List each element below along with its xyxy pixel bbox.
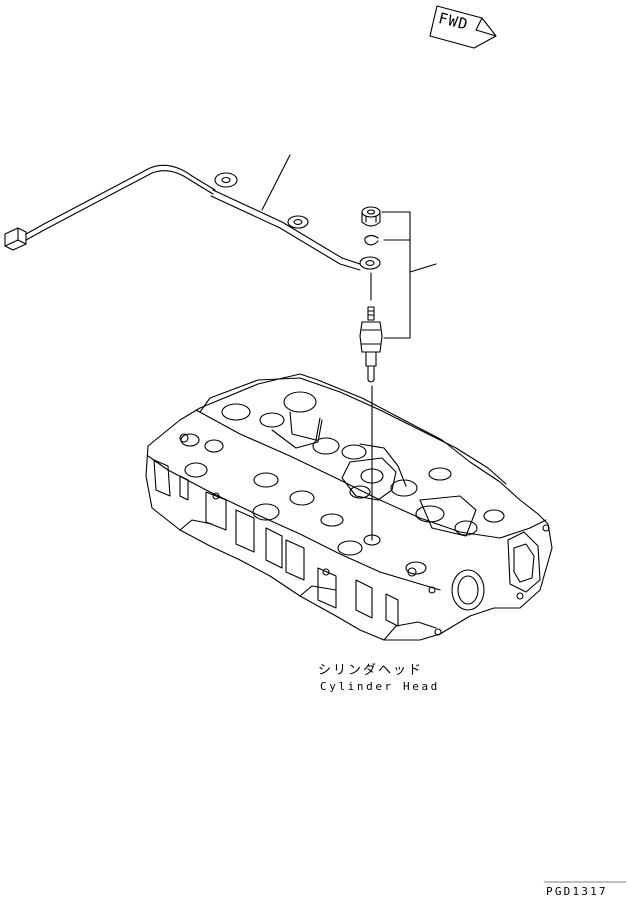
- bracket-leader: [381, 211, 437, 339]
- drawing-code: PGD1317: [546, 885, 608, 898]
- part-label-japanese: シリンダヘッド: [318, 663, 424, 678]
- glow-plug-harness: [4, 154, 381, 271]
- nut-part: [361, 206, 381, 227]
- glow-plug-part: [359, 272, 383, 383]
- fwd-arrow-icon: [429, 5, 497, 49]
- part-label-english: Cylinder Head: [320, 680, 440, 693]
- cylinder-head-part: [145, 373, 553, 641]
- washer-part: [364, 234, 379, 246]
